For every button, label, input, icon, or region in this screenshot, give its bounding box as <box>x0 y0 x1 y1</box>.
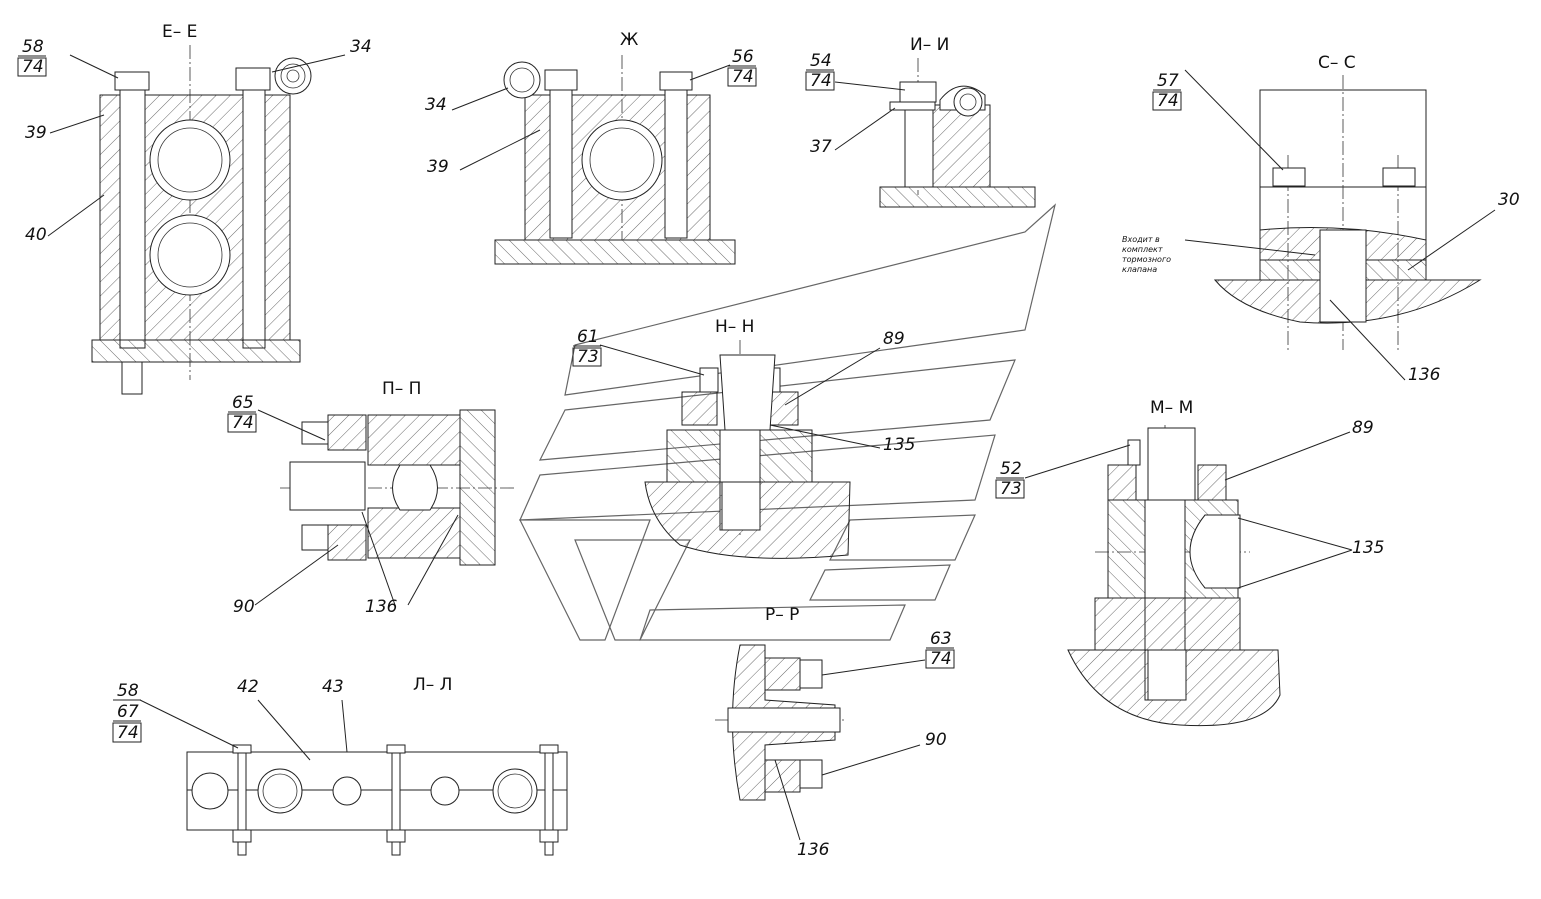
callout-89-nn: 89 <box>883 329 905 349</box>
section-r-r: Р– Р 63 74 90 136 <box>715 605 955 860</box>
callout-73-mm: 73 <box>1000 479 1022 499</box>
callout-65: 65 <box>232 393 254 413</box>
note-line4: клапана <box>1122 265 1157 274</box>
callout-74-zh: 74 <box>732 67 754 87</box>
section-n-n-title: Н– Н <box>715 317 754 337</box>
section-m-m-title: М– М <box>1150 398 1193 418</box>
callout-136-ss: 136 <box>1408 365 1441 385</box>
callout-34: 34 <box>350 37 372 57</box>
callout-42: 42 <box>237 677 259 697</box>
section-p-p: П– П 65 74 90 136 <box>227 379 515 617</box>
callout-90-rr: 90 <box>925 730 947 750</box>
callout-89-mm: 89 <box>1352 418 1374 438</box>
callout-74-rr: 74 <box>930 649 952 669</box>
callout-63: 63 <box>930 629 952 649</box>
section-e-e: Е– Е 58 74 34 39 40 <box>17 22 372 395</box>
note-line2: комплект <box>1122 245 1163 254</box>
section-p-p-title: П– П <box>382 379 421 399</box>
callout-67: 67 <box>117 702 139 722</box>
callout-39-zh: 39 <box>427 157 449 177</box>
note-line3: тормозного <box>1122 255 1171 264</box>
callout-136-rr: 136 <box>797 840 830 860</box>
callout-74-ss: 74 <box>1157 91 1179 111</box>
section-m-m: М– М 52 73 89 135 <box>995 398 1384 727</box>
callout-90-pp: 90 <box>233 597 255 617</box>
callout-74-pp: 74 <box>232 413 254 433</box>
callout-74: 74 <box>22 57 44 77</box>
section-r-r-title: Р– Р <box>765 605 799 625</box>
callout-34-zh: 34 <box>425 95 447 115</box>
callout-37: 37 <box>810 137 832 157</box>
note-line1: Входит в <box>1122 235 1160 244</box>
section-e-e-title: Е– Е <box>162 22 197 42</box>
section-zh-title: Ж <box>620 30 638 50</box>
section-zh: Ж 34 39 56 74 <box>425 30 757 265</box>
watermark-logo <box>519 203 1057 641</box>
callout-58-ll: 58 <box>117 681 139 701</box>
section-s-s: С– С 57 74 30 136 Входит в комплект торм… <box>1122 53 1520 385</box>
callout-135-mm: 135 <box>1352 538 1384 558</box>
callout-39: 39 <box>25 123 47 143</box>
callout-136-pp: 136 <box>365 597 398 617</box>
callout-58: 58 <box>22 37 44 57</box>
section-l-l: Л– Л 58 67 74 42 43 <box>112 675 568 856</box>
callout-74-ll: 74 <box>117 723 139 743</box>
callout-73: 73 <box>577 347 599 367</box>
callout-74-ii: 74 <box>810 71 832 91</box>
section-s-s-title: С– С <box>1318 53 1356 73</box>
section-n-n: Н– Н 61 73 89 135 <box>572 317 915 559</box>
callout-43: 43 <box>322 677 344 697</box>
section-i-i: И– И 54 74 37 <box>805 35 1036 208</box>
section-i-i-title: И– И <box>910 35 949 55</box>
section-l-l-title: Л– Л <box>413 675 452 695</box>
callout-40: 40 <box>25 225 47 245</box>
callout-135-nn: 135 <box>883 435 915 455</box>
callout-57: 57 <box>1157 71 1179 91</box>
callout-30: 30 <box>1498 190 1520 210</box>
callout-52: 52 <box>1000 459 1022 479</box>
callout-61: 61 <box>577 327 599 347</box>
callout-54: 54 <box>810 51 832 71</box>
callout-56: 56 <box>732 47 754 67</box>
